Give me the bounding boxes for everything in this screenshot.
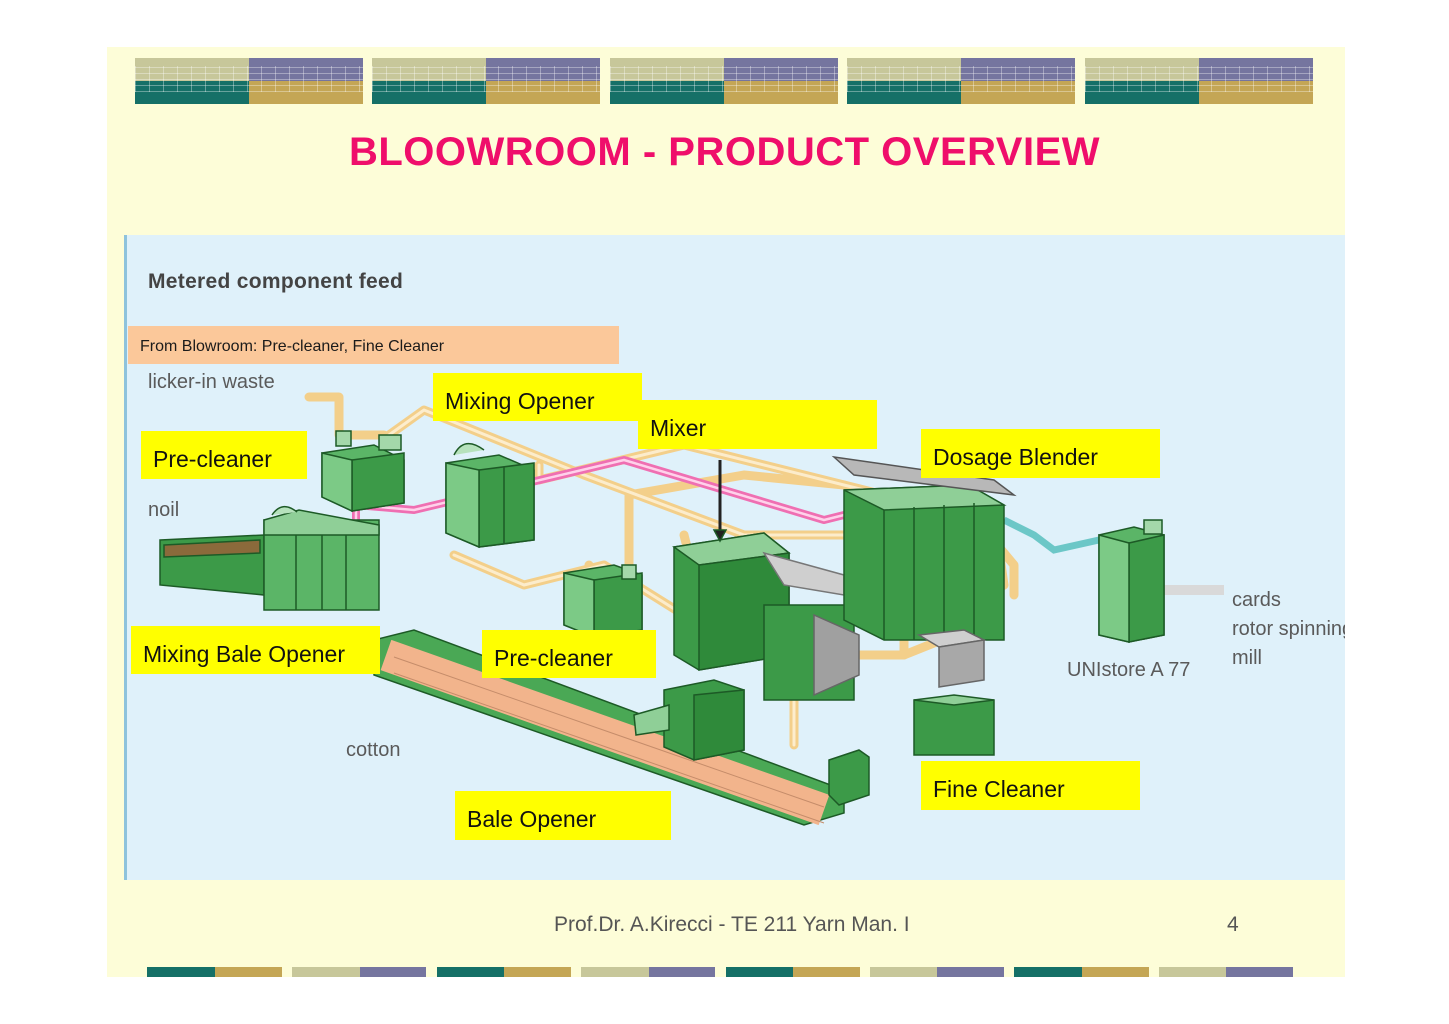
header-decoration-block <box>372 58 600 104</box>
unistore-annotation: UNIstore A 77 <box>1067 659 1191 681</box>
header-decoration-block <box>610 58 838 104</box>
footer-credit: Prof.Dr. A.Kirecci - TE 211 Yarn Man. I <box>554 913 910 936</box>
label-mixing-opener: Mixing Opener <box>433 373 642 421</box>
rotor-spinning-annotation: rotor spinning <box>1232 618 1345 640</box>
footer-decoration-bar <box>215 967 282 977</box>
label-dosage-blender: Dosage Blender <box>921 429 1160 478</box>
label-mixing-bale-opener: Mixing Bale Opener <box>131 626 380 674</box>
diagram-heading: Metered component feed <box>148 270 404 293</box>
mill-annotation: mill <box>1232 647 1262 669</box>
footer-decoration-bar <box>581 967 649 977</box>
header-decoration-block <box>135 58 363 104</box>
footer-decoration-bar <box>437 967 504 977</box>
footer-decoration-bar <box>937 967 1004 977</box>
footer-decoration-bar <box>147 967 215 977</box>
footer-decoration-bar <box>793 967 860 977</box>
footer-decoration-bar <box>1014 967 1082 977</box>
footer-decoration-bar <box>649 967 715 977</box>
footer-decoration-bar <box>870 967 937 977</box>
blowroom-line-illustration <box>159 392 1224 826</box>
cards-annotation: cards <box>1232 589 1281 611</box>
licker-in-waste-annotation: licker-in waste <box>148 371 275 393</box>
noil-annotation: noil <box>148 499 180 521</box>
footer-decoration-bar <box>292 967 360 977</box>
footer-decoration-bar <box>726 967 793 977</box>
label-pre-cleaner-middle: Pre-cleaner <box>482 630 656 678</box>
header-decoration-block <box>847 58 1075 104</box>
header-decoration-block <box>1085 58 1313 104</box>
page-number: 4 <box>1227 913 1239 936</box>
label-bale-opener: Bale Opener <box>455 791 671 840</box>
footer-decoration-bar <box>1082 967 1149 977</box>
slide-title: BLOOWROOM - PRODUCT OVERVIEW <box>348 130 1101 174</box>
footer-decoration-bar <box>1159 967 1226 977</box>
footer-decoration-bar <box>504 967 571 977</box>
label-pre-cleaner-top: Pre-cleaner <box>141 431 307 479</box>
from-blowroom-note: From Blowroom: Pre-cleaner, Fine Cleaner <box>128 326 619 364</box>
label-mixer: Mixer <box>638 400 877 449</box>
footer-decoration-bar <box>360 967 426 977</box>
cotton-annotation: cotton <box>346 739 401 761</box>
footer-decoration-bar <box>1226 967 1293 977</box>
label-fine-cleaner: Fine Cleaner <box>921 761 1140 810</box>
